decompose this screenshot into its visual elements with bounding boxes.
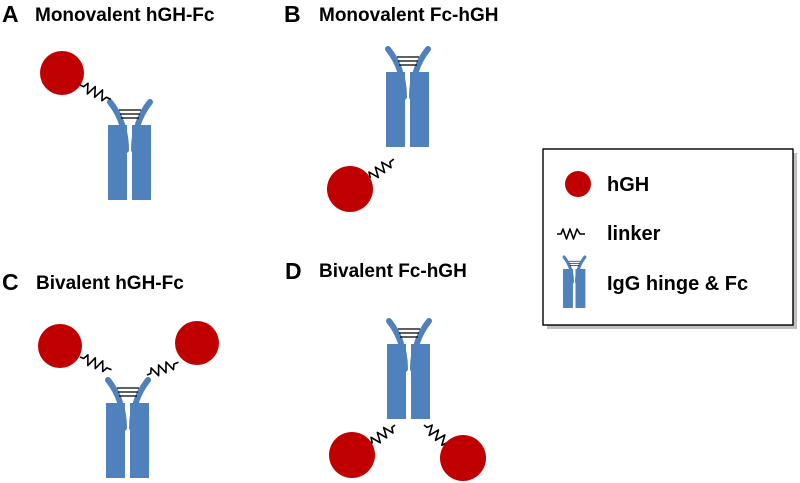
panel-title: Monovalent hGH-Fc	[35, 5, 215, 26]
panel-letter: A	[2, 1, 19, 27]
panel-title: Bivalent Fc-hGH	[319, 261, 467, 282]
panel-d: D Bivalent Fc-hGH	[285, 258, 486, 481]
panel-b: B Monovalent Fc-hGH	[284, 1, 498, 212]
fc-dimer-icon	[106, 380, 149, 478]
linker-icon	[144, 356, 182, 381]
legend-fc-label: IgG hinge & Fc	[607, 273, 748, 295]
linker-legend-icon	[557, 228, 585, 240]
panel-title: Monovalent Fc-hGH	[319, 5, 498, 26]
fc-dimer-icon	[386, 49, 429, 147]
hgh-icon	[440, 435, 486, 481]
panel-letter: B	[284, 1, 301, 27]
panel-letter: D	[285, 258, 302, 284]
panel-a: A Monovalent hGH-Fc	[2, 1, 215, 200]
hgh-icon	[175, 321, 219, 365]
legend-linker-label: linker	[607, 223, 661, 245]
hgh-icon	[38, 324, 82, 368]
hgh-icon	[329, 432, 375, 478]
fc-dimer-icon	[387, 321, 430, 419]
linker-icon	[77, 351, 115, 376]
fc-dimer-icon	[108, 102, 151, 200]
legend-hgh-label: hGH	[607, 174, 649, 196]
hgh-legend-icon	[565, 171, 591, 197]
legend: hGH linker IgG hinge & Fc	[542, 148, 797, 329]
panel-title: Bivalent hGH-Fc	[36, 273, 184, 294]
hgh-icon	[40, 51, 84, 95]
panel-letter: C	[2, 269, 19, 295]
hgh-icon	[327, 166, 373, 212]
panel-c: C Bivalent hGH-Fc	[2, 269, 219, 478]
